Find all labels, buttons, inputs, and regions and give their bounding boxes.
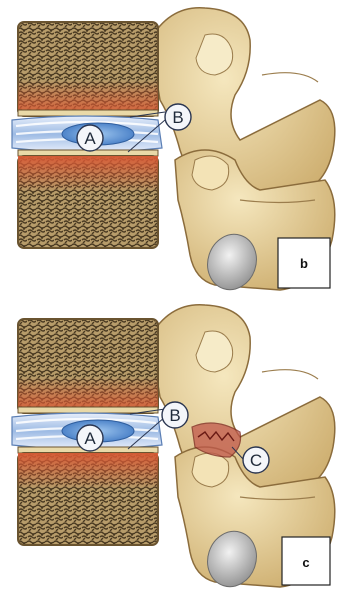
callout-a-disc: A bbox=[77, 425, 103, 451]
panel-b: A B b bbox=[12, 8, 335, 296]
panel-b-label-box: b bbox=[278, 238, 330, 288]
panel-b-letter: b bbox=[300, 256, 308, 271]
panel-c-label-box: c bbox=[282, 537, 330, 585]
callout-b-label: B bbox=[172, 108, 183, 127]
callout-a-label: A bbox=[84, 429, 96, 448]
callout-a-disc: A bbox=[77, 125, 103, 151]
callout-b-label: B bbox=[169, 406, 180, 425]
panel-c: A B C c bbox=[12, 305, 335, 593]
callout-a-label: A bbox=[84, 129, 96, 148]
callout-c-label: C bbox=[250, 451, 262, 470]
panel-c-letter: c bbox=[302, 555, 309, 570]
